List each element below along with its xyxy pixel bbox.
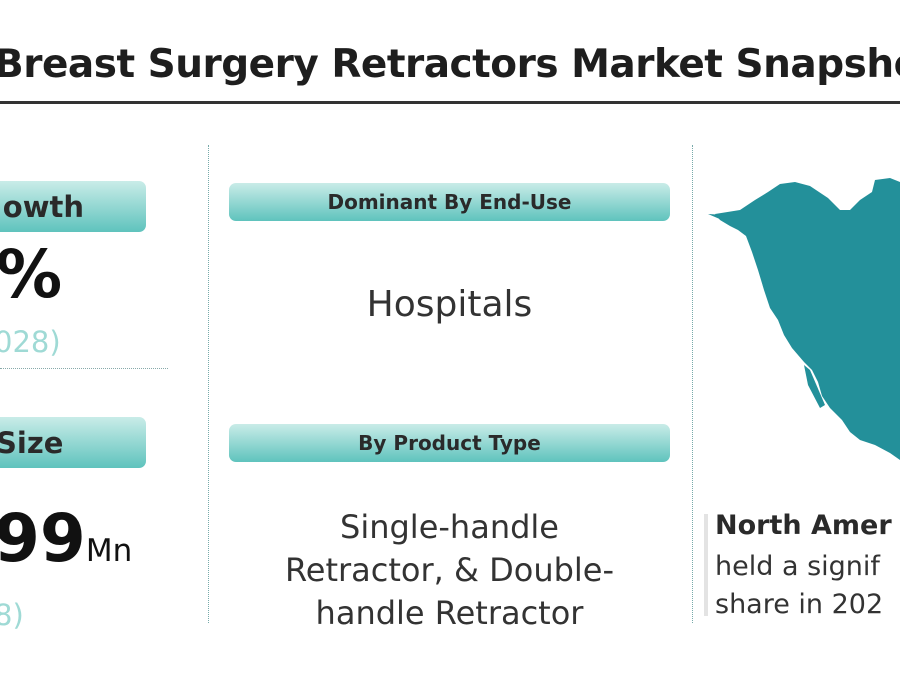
size-value-wrap: 99Mn <box>0 500 132 577</box>
title-underline <box>0 101 900 104</box>
column-divider <box>208 145 209 623</box>
end-use-value: Hospitals <box>366 284 533 325</box>
end-use-label: Dominant By End-Use <box>327 190 572 214</box>
end-use-label-pill: Dominant By End-Use <box>229 183 670 221</box>
accent-bar <box>704 514 708 616</box>
product-label: By Product Type <box>358 431 541 455</box>
region-line: share in 202 <box>715 589 884 620</box>
region-line: held a signif <box>715 551 880 582</box>
growth-value: % <box>0 236 63 313</box>
size-label: Size <box>0 425 64 460</box>
product-line: handle Retractor <box>315 594 584 632</box>
product-line: Single-handle <box>340 508 559 546</box>
size-unit: Mn <box>85 533 133 569</box>
product-value: Single-handle Retractor, & Double- handl… <box>209 506 690 635</box>
size-label-pill: Size <box>0 417 146 468</box>
north-america-map <box>708 178 900 460</box>
region-name: North Amer <box>715 510 892 541</box>
product-line: Retractor, & Double- <box>284 551 615 589</box>
growth-label: owth <box>2 189 84 224</box>
column-divider <box>692 145 693 623</box>
divider <box>0 368 168 369</box>
page-title: Breast Surgery Retractors Market Snapsho <box>0 42 900 87</box>
growth-period: 028) <box>0 325 61 359</box>
product-label-pill: By Product Type <box>229 424 670 462</box>
region-description: held a signif share in 202 <box>715 548 883 624</box>
size-value: 99 <box>0 500 86 577</box>
size-period: 8) <box>0 598 24 632</box>
growth-label-pill: owth <box>0 181 146 232</box>
